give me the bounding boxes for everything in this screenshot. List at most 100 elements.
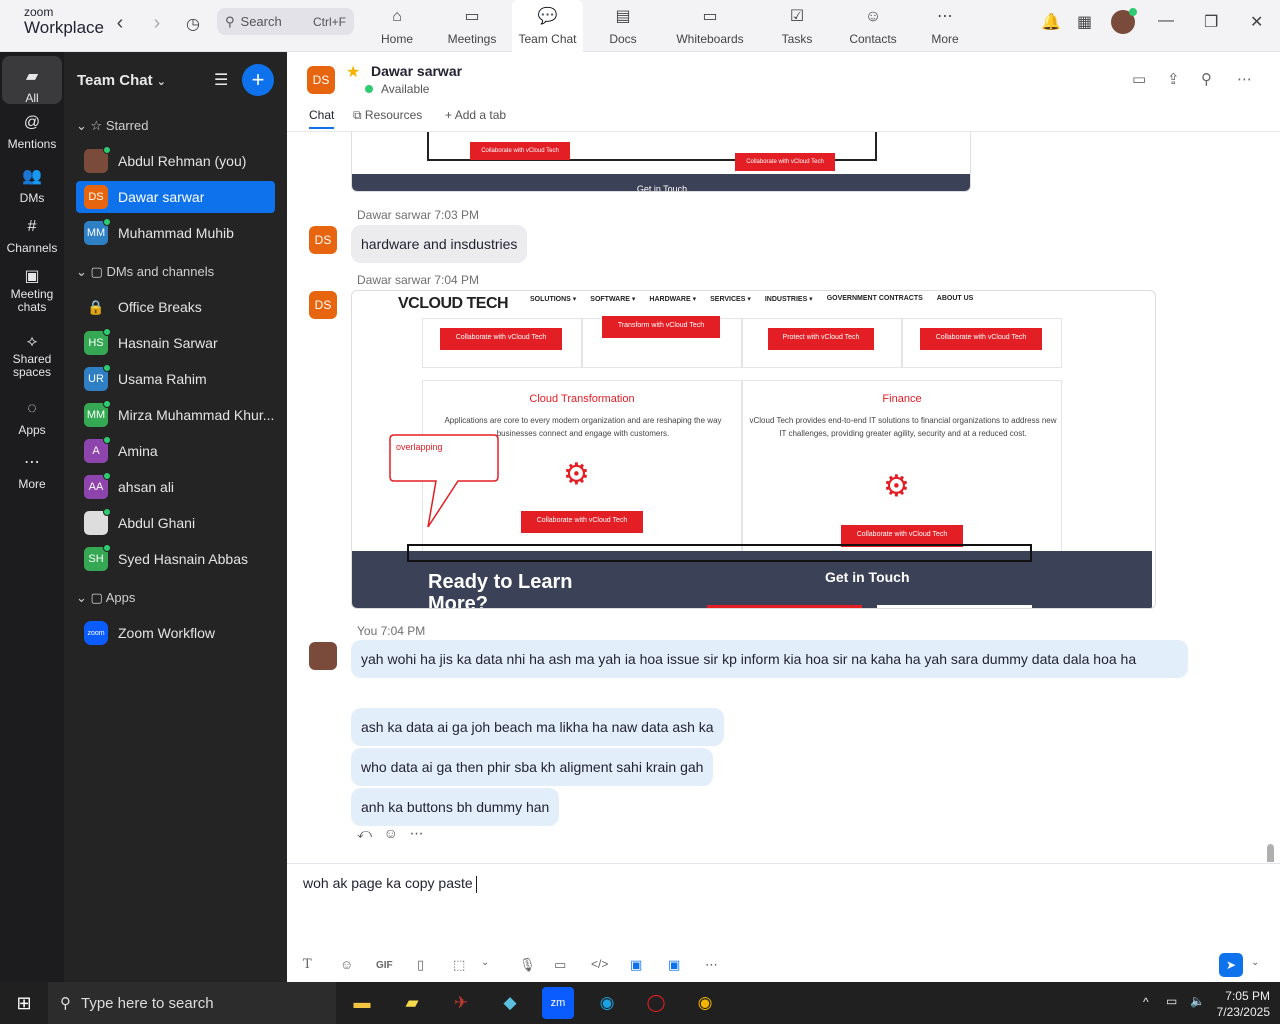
search-icon[interactable]: ⚲ (1201, 71, 1212, 88)
rail-meeting-chats[interactable]: ▣Meeting chats (2, 269, 62, 314)
online-dot-icon (103, 364, 111, 372)
format-text-icon[interactable]: T (303, 957, 312, 972)
sticky-notes-icon[interactable]: ▰ (405, 993, 419, 1012)
chevron-down-icon[interactable]: ⌄ (1251, 957, 1260, 968)
new-chat-button[interactable]: + (242, 64, 274, 96)
sender-avatar[interactable]: DS (309, 226, 337, 254)
rail-mentions[interactable]: @Mentions (2, 114, 62, 151)
app-icon[interactable]: ◆ (503, 993, 517, 1012)
reply-icon[interactable]: ⤺ (357, 825, 372, 841)
contact-name[interactable]: Dawar sarwar (371, 63, 463, 79)
windows-start-icon[interactable]: ⊞ (16, 993, 32, 1013)
edge-icon[interactable]: ◉ (599, 993, 615, 1012)
section-dms-channels[interactable]: ⌄ ▢ DMs and channels (76, 264, 215, 279)
rail-more[interactable]: ⋯More (2, 452, 62, 491)
tab-whiteboards[interactable]: ▭Whiteboards (676, 8, 744, 46)
send-button[interactable]: ➤ (1219, 953, 1243, 977)
rail-dms[interactable]: 👥DMs (2, 166, 62, 205)
filter-icon[interactable]: ☰ (214, 72, 229, 89)
compose-area[interactable]: woh ak page ka copy paste T ☺ GIF ▯ ⬚ ⌄ … (287, 863, 1280, 982)
search-box[interactable]: ⚲ Search Ctrl+F (217, 8, 354, 35)
app-icon[interactable]: ▣ (668, 957, 681, 972)
tab-more[interactable]: ⋯More (931, 8, 959, 46)
contact-avatar[interactable]: DS (307, 66, 335, 94)
star-icon[interactable]: ★ (346, 64, 361, 81)
clock[interactable]: 7:05 PM 7/23/2025 (1216, 989, 1270, 1019)
more-icon[interactable]: ⋯ (705, 957, 718, 972)
sender-avatar[interactable]: DS (309, 291, 337, 319)
gif-icon[interactable]: GIF (376, 960, 393, 971)
add-reaction-icon[interactable]: ☺ (383, 825, 398, 841)
tab-tasks[interactable]: ☑Tasks (781, 8, 813, 46)
tab-meetings[interactable]: ▭Meetings (447, 8, 497, 46)
tab-chat[interactable]: Chat (309, 108, 335, 129)
microphone-icon[interactable]: 🎙 (519, 957, 536, 972)
image-attachment-prev[interactable]: Collaborate with vCloud Tech Collaborate… (351, 132, 971, 192)
tab-add[interactable]: + Add a tab (445, 108, 507, 122)
scrollbar[interactable] (1267, 844, 1274, 862)
tab-docs[interactable]: ▤Docs (609, 8, 637, 46)
screenshot-icon[interactable]: ⬚ (453, 957, 466, 972)
tab-team-chat[interactable]: 💬Team Chat (512, 0, 583, 52)
chevron-down-icon[interactable]: ⌄ (481, 957, 490, 968)
message-bubble[interactable]: who data ai ga then phir sba kh aligment… (351, 748, 714, 786)
file-explorer-icon[interactable]: ▬ (353, 993, 371, 1012)
tab-home[interactable]: ⌂Home (380, 8, 413, 46)
online-dot-icon (103, 472, 111, 480)
chevron-up-icon[interactable]: ^ (1143, 995, 1149, 1009)
history-icon[interactable]: ◷ (186, 16, 200, 33)
sidebar-item[interactable]: 🔒Office Breaks (76, 291, 275, 323)
app-icon[interactable]: ▣ (630, 957, 643, 972)
rail-all[interactable]: ▰All (2, 56, 62, 105)
maximize-icon[interactable]: ❐ (1204, 14, 1219, 31)
avatar[interactable] (1111, 8, 1137, 34)
message-bubble[interactable]: yah wohi ha jis ka data nhi ha ash ma ya… (351, 640, 1188, 678)
rail-channels[interactable]: #Channels (2, 218, 62, 255)
sidebar-title[interactable]: Team Chat ⌄ (77, 72, 166, 89)
emoji-icon[interactable]: ☺ (340, 957, 354, 972)
zoom-app-icon[interactable]: zm (542, 987, 574, 1019)
back-arrow-icon[interactable]: ‹ (116, 12, 124, 34)
app-icon[interactable]: ✈ (453, 993, 469, 1012)
my-avatar[interactable] (309, 642, 337, 670)
close-icon[interactable]: ✕ (1250, 14, 1264, 31)
message-input[interactable]: woh ak page ka copy paste (303, 875, 477, 893)
image-attachment[interactable]: VCLOUD TECH SOLUTIONS ▾ SOFTWARE ▾ HARDW… (351, 290, 1156, 609)
tab-resources[interactable]: ⧉ Resources (353, 108, 423, 122)
file-icon[interactable]: ▯ (417, 957, 425, 972)
forward-arrow-icon[interactable]: › (153, 12, 161, 34)
more-icon[interactable]: ⋯ (409, 825, 424, 841)
network-icon[interactable]: ▭ (1166, 994, 1178, 1008)
more-options-icon[interactable]: ⋯ (1237, 71, 1252, 88)
section-starred[interactable]: ⌄ ☆ Starred (76, 118, 149, 133)
message-bubble[interactable]: ash ka data ai ga joh beach ma likha ha … (351, 708, 724, 746)
message-bubble[interactable]: anh ka buttons bh dummy han (351, 788, 560, 826)
rail-apps[interactable]: ◌Apps (2, 400, 62, 437)
sidebar-item[interactable]: Abdul Ghani (76, 507, 275, 539)
section-apps[interactable]: ⌄ ▢ Apps (76, 590, 136, 605)
video-call-icon[interactable]: ▭ (1132, 71, 1147, 88)
bell-icon[interactable]: 🔔 (1041, 14, 1061, 31)
taskbar-search[interactable]: ⚲Type here to search (48, 982, 336, 1024)
rail-shared-spaces[interactable]: ⟡Shared spaces (2, 334, 62, 379)
message-bubble[interactable]: hardware and insdustries (351, 225, 528, 263)
video-message-icon[interactable]: ▭ (554, 957, 567, 972)
volume-icon[interactable]: 🔈 (1190, 994, 1205, 1008)
chrome-icon[interactable]: ◉ (697, 993, 713, 1012)
calendar-icon[interactable]: ▦ (1077, 14, 1093, 31)
tab-contacts[interactable]: ☺Contacts (849, 8, 897, 46)
minimize-icon[interactable]: — (1158, 12, 1174, 29)
sidebar-item[interactable]: Abdul Rehman (you) (76, 145, 275, 177)
code-snippet-icon[interactable]: </> (591, 957, 609, 971)
share-screen-icon[interactable]: ⇪ (1167, 71, 1180, 88)
opera-icon[interactable]: ◯ (646, 993, 666, 1012)
